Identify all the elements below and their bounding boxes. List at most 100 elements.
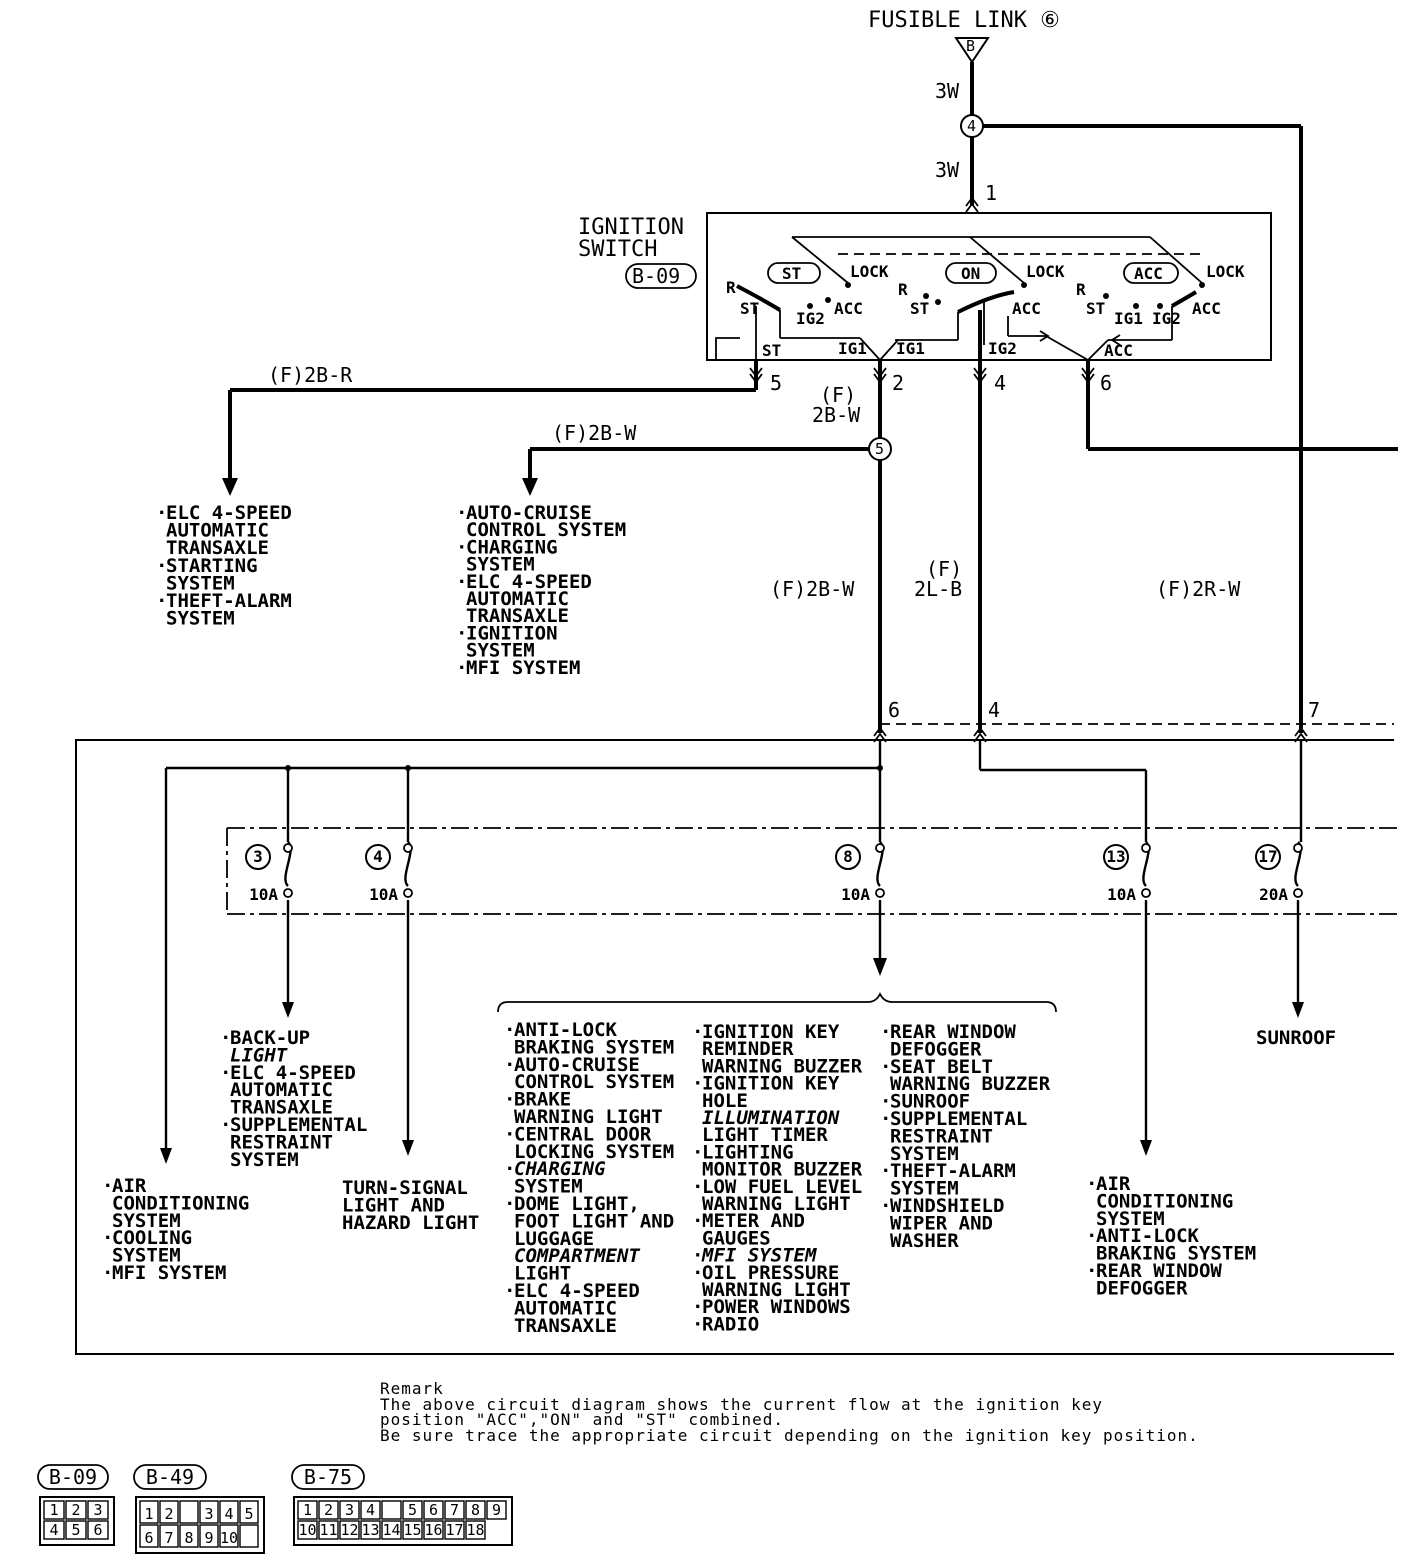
pos-on-lock: LOCK — [1026, 262, 1065, 281]
aircon-right-line: BRAKING SYSTEM — [1096, 1243, 1256, 1265]
col2-line: WARNING LIGHT — [702, 1279, 851, 1301]
connector-pin — [239, 1524, 259, 1548]
connector-pin — [43, 1520, 65, 1540]
connector-pin-number: 5 — [71, 1521, 80, 1539]
pos-on-text: ON — [961, 264, 980, 283]
ignition-switch-title-1: IGNITION — [578, 215, 684, 240]
left-line: STARTING — [166, 555, 258, 577]
col1-line: CONTROL SYSTEM — [514, 1071, 674, 1093]
bullet-dot: · — [1086, 1225, 1097, 1247]
connector-pin-number: 1 — [49, 1501, 58, 1519]
fuse-rating: 10A — [1107, 885, 1136, 904]
connector-label-badge — [37, 1464, 109, 1490]
load-column-1: ANTI-LOCK·BRAKING SYSTEMAUTO-CRUISE·CONT… — [504, 1019, 674, 1337]
col3-line: SYSTEM — [890, 1178, 959, 1200]
bullet-dot: · — [156, 590, 167, 612]
connector-pin-number: 8 — [184, 1529, 193, 1547]
connector-pin — [87, 1520, 109, 1540]
aircon-right-line: REAR WINDOW — [1096, 1260, 1222, 1282]
connector-pin — [423, 1520, 444, 1540]
connector-pin-number: 3 — [345, 1501, 354, 1519]
col2-line: MFI SYSTEM — [701, 1245, 817, 1267]
connector-pin — [179, 1524, 199, 1548]
connector-pin — [199, 1524, 219, 1548]
aircon-right-line: AIR — [1096, 1173, 1131, 1195]
load-sunroof: SUNROOF — [1256, 1027, 1336, 1049]
fuse-number: 3 — [253, 847, 263, 866]
bullet-dot: · — [102, 1262, 113, 1284]
left-line: SYSTEM — [166, 572, 235, 594]
left-line: THEFT-ALARM — [166, 590, 292, 612]
col1-line: ANTI-LOCK — [514, 1019, 618, 1041]
turn-line: HAZARD LIGHT — [342, 1212, 479, 1234]
wire-f2rw: (F)2R-W — [1156, 577, 1241, 601]
col3-line: DEFOGGER — [890, 1038, 982, 1060]
fusible-link-label: FUSIBLE LINK ⑥ — [868, 8, 1060, 33]
col3-line: SUNROOF — [890, 1091, 970, 1113]
bullet-dot: · — [156, 555, 167, 577]
connector-pin — [360, 1500, 381, 1520]
connector-pin-number: 1 — [303, 1501, 312, 1519]
connector-pin-number: 1 — [144, 1505, 153, 1523]
col3-line: REAR WINDOW — [890, 1021, 1016, 1043]
group-left-loads: ELC 4-SPEED·AUTOMATICTRANSAXLESTARTING·S… — [156, 502, 292, 630]
bullet-dot: · — [692, 1313, 703, 1335]
remark-line-2: position "ACC","ON" and "ST" combined. — [380, 1410, 784, 1429]
pos-st-out-st: ST — [762, 341, 781, 360]
bullet-dot: · — [456, 502, 467, 524]
connector-pin — [139, 1524, 159, 1548]
bullet-dot: · — [220, 1062, 231, 1084]
pos-st-badge — [767, 262, 821, 284]
fuse-number: 8 — [843, 847, 853, 866]
mid-line: TRANSAXLE — [466, 605, 569, 627]
pos-st-r: R — [726, 278, 736, 297]
connector-pin-number: 4 — [224, 1505, 233, 1523]
bullet-dot: · — [504, 1280, 515, 1302]
pos-on-r: R — [898, 280, 908, 299]
connector-pin-number: 13 — [361, 1521, 379, 1539]
col3-line: WASHER — [890, 1230, 959, 1252]
connector-pin-number: 2 — [71, 1501, 80, 1519]
bullet-dot: · — [880, 1108, 891, 1130]
bullet-dot: · — [692, 1073, 703, 1095]
wire-f2br: (F)2B-R — [268, 363, 353, 387]
col2-line: MONITOR BUZZER — [702, 1159, 863, 1181]
pos-st-st: ST — [740, 299, 759, 318]
bullet-dot: · — [504, 1019, 515, 1041]
mid-line: MFI SYSTEM — [466, 657, 580, 679]
left-line: SYSTEM — [166, 608, 235, 630]
connector-pin — [381, 1500, 402, 1520]
connector-pin — [297, 1520, 318, 1540]
left-line: ELC 4-SPEED — [166, 502, 292, 524]
wire-f2bw-branch: (F)2B-W — [552, 421, 637, 445]
col2-line: WARNING BUZZER — [702, 1055, 863, 1077]
connector-pin-number: 5 — [244, 1505, 253, 1523]
connector-pin — [318, 1500, 339, 1520]
ignition-switch-title-2: SWITCH — [578, 237, 657, 262]
mid-line: IGNITION — [466, 622, 558, 644]
pin-4-out: 4 — [994, 371, 1006, 395]
ignition-switch-box — [706, 212, 1272, 361]
connector-pin — [360, 1520, 381, 1540]
col2-line: REMINDER — [702, 1038, 794, 1060]
col2-line: ILLUMINATION — [702, 1107, 840, 1129]
wire-f2bw-top-a: (F) — [820, 383, 856, 407]
connector-pin-number: 3 — [204, 1505, 213, 1523]
fuse-rating: 10A — [369, 885, 398, 904]
col2-line: LIGHTING — [702, 1141, 794, 1163]
fusible-link-connector — [954, 37, 990, 64]
wire-3w-lower: 3W — [935, 158, 960, 182]
connector-pin — [339, 1520, 360, 1540]
aircon-right-line: CONDITIONING — [1096, 1190, 1233, 1212]
connector-pin-number: 5 — [408, 1501, 417, 1519]
bullet-dot: · — [456, 622, 467, 644]
connector-pin — [219, 1524, 239, 1548]
bullet-dot: · — [504, 1123, 515, 1145]
bullet-dot: · — [456, 657, 467, 679]
pos-st-text: ST — [782, 264, 801, 283]
connector-pin — [65, 1520, 87, 1540]
col1-line: BRAKE — [514, 1089, 571, 1111]
